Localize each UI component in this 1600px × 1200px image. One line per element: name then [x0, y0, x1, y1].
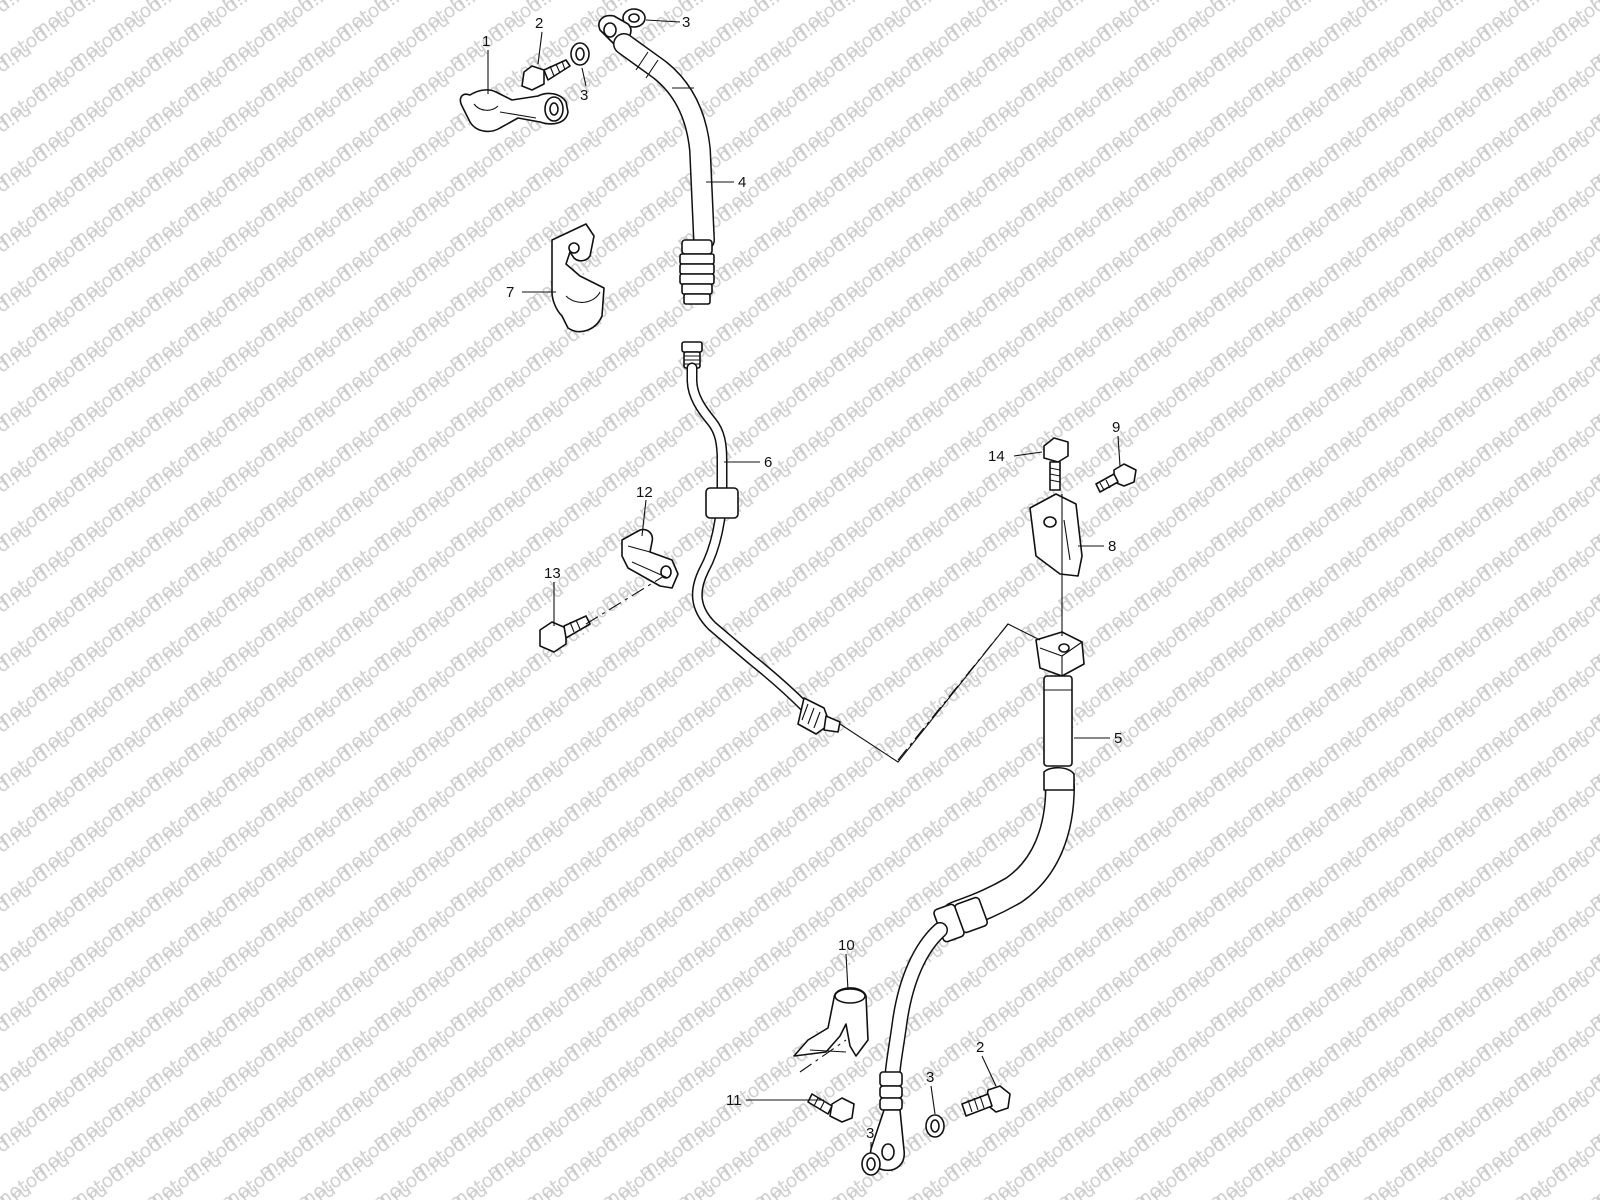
callout-10: 10	[838, 937, 855, 954]
callout-3: 3	[682, 14, 690, 31]
callout-8: 8	[1108, 538, 1116, 555]
callout-3: 3	[580, 87, 588, 104]
callout-6: 6	[764, 454, 772, 471]
callout-13: 13	[544, 565, 561, 582]
callout-12: 12	[636, 484, 653, 501]
callout-2: 2	[535, 15, 543, 32]
callout-4: 4	[738, 174, 746, 191]
callout-5: 5	[1114, 730, 1122, 747]
part-7-clamp	[551, 223, 605, 333]
part-3-washer-bottom-left	[861, 1152, 881, 1176]
part-3-washer-bottom-right	[925, 1114, 945, 1138]
callout-3: 3	[926, 1069, 934, 1086]
callout-7: 7	[506, 284, 514, 301]
callout-2: 2	[976, 1039, 984, 1056]
callout-14: 14	[988, 448, 1005, 465]
callout-9: 9	[1112, 419, 1120, 436]
callout-1: 1	[482, 33, 490, 50]
callout-3: 3	[866, 1125, 874, 1142]
callout-11: 11	[726, 1092, 742, 1109]
part-3-washer-top-left	[570, 42, 590, 66]
